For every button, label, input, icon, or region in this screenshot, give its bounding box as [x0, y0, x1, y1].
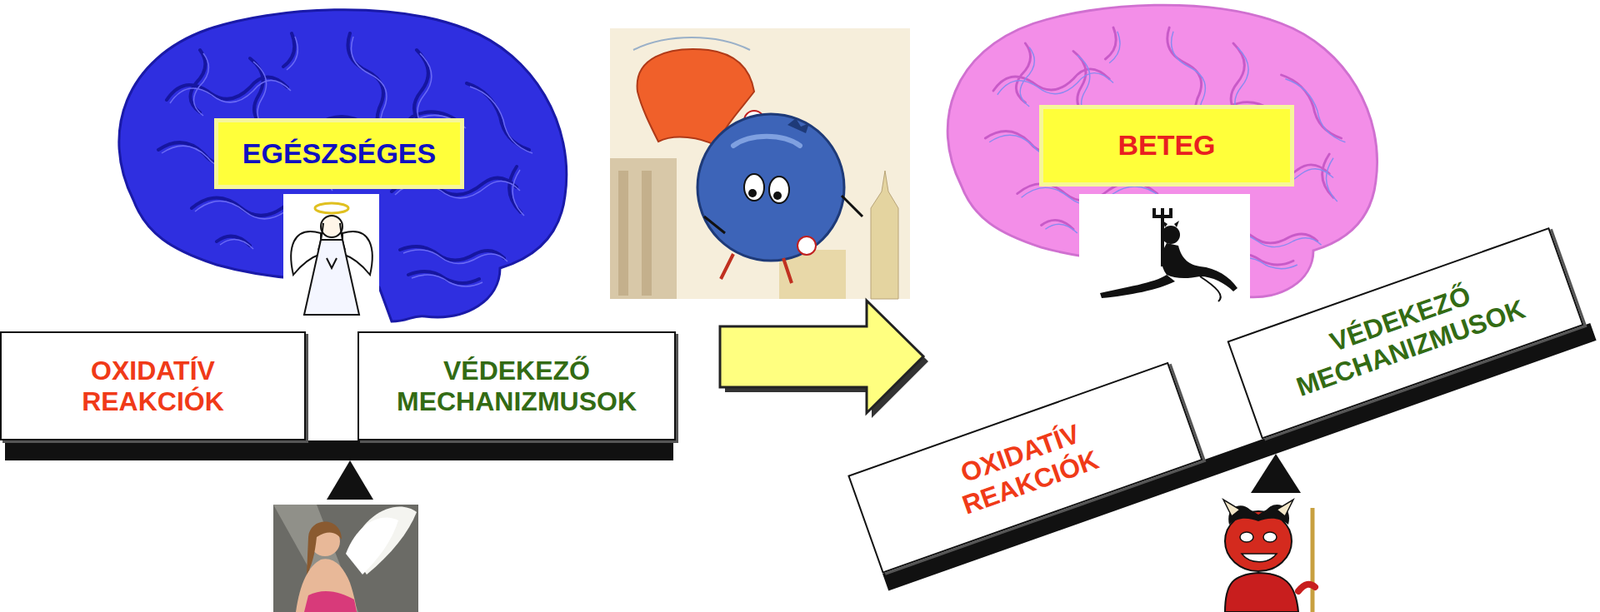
tail [1200, 276, 1221, 302]
body [1225, 573, 1299, 612]
horns [1162, 220, 1180, 228]
picture-ground [610, 28, 910, 300]
brain-gyri-light [989, 31, 1345, 270]
hands [326, 258, 337, 269]
leg [720, 254, 792, 284]
state-label-box: BETEG [1039, 105, 1295, 187]
eye [744, 174, 765, 201]
staff [1310, 508, 1315, 612]
arm [704, 195, 863, 234]
healthy-brain [119, 10, 567, 322]
figure [295, 559, 357, 612]
photo-ground [273, 505, 419, 612]
devil-silhouette [1079, 194, 1250, 306]
arm [1298, 585, 1315, 592]
tower [870, 170, 899, 300]
brain-outline [947, 5, 1377, 302]
cloth [304, 591, 357, 612]
eye [769, 176, 790, 204]
blueberry-hero [610, 28, 910, 300]
fulcrum [326, 460, 374, 500]
beam-bar [5, 440, 674, 461]
motion-line [633, 37, 750, 50]
head [1161, 225, 1180, 245]
angel-photo [273, 505, 419, 612]
blueberry [697, 114, 845, 261]
wing [345, 517, 399, 575]
balance-label: VÉDEKEZŐ MECHANIZMUSOK [396, 355, 637, 418]
building-window [618, 170, 629, 296]
state-label: EGÉSZSÉGES [242, 137, 436, 170]
building [610, 158, 677, 300]
balance-label: OXIDATÍV REAKCIÓK [81, 355, 225, 418]
brain-outline [119, 10, 567, 322]
eye [1263, 532, 1277, 543]
state-label: BETEG [1117, 129, 1215, 162]
pupil [773, 191, 782, 200]
state-label-box: EGÉSZSÉGES [214, 118, 465, 190]
arrow-shape [720, 300, 924, 414]
balance-pan-box: OXIDATÍV REAKCIÓK [0, 331, 306, 441]
building-window [641, 170, 652, 296]
block-arrow [720, 300, 929, 419]
highlight [733, 136, 800, 146]
balance-left [5, 440, 674, 500]
icon-ground [283, 194, 380, 321]
grin [1241, 554, 1277, 563]
angel-icon [283, 194, 380, 321]
robe [304, 240, 360, 315]
horns [1223, 500, 1294, 517]
crown [787, 118, 810, 134]
balance-label: VÉDEKEZŐ MECHANIZMUSOK [1282, 265, 1530, 404]
light-ray [273, 505, 359, 612]
halo [315, 203, 349, 214]
icon-ground [1079, 194, 1250, 306]
leg [1100, 275, 1175, 299]
brain-gyri-light [161, 36, 533, 287]
head [320, 215, 343, 238]
devil-cartoon [1223, 500, 1315, 612]
balance-pan-box: VÉDEKEZŐ MECHANIZMUSOK [357, 331, 676, 441]
emblem [797, 236, 816, 255]
sick-brain [947, 5, 1377, 302]
pupil [748, 189, 757, 198]
eye [1240, 532, 1254, 543]
hair [306, 522, 342, 575]
body [1161, 243, 1238, 292]
